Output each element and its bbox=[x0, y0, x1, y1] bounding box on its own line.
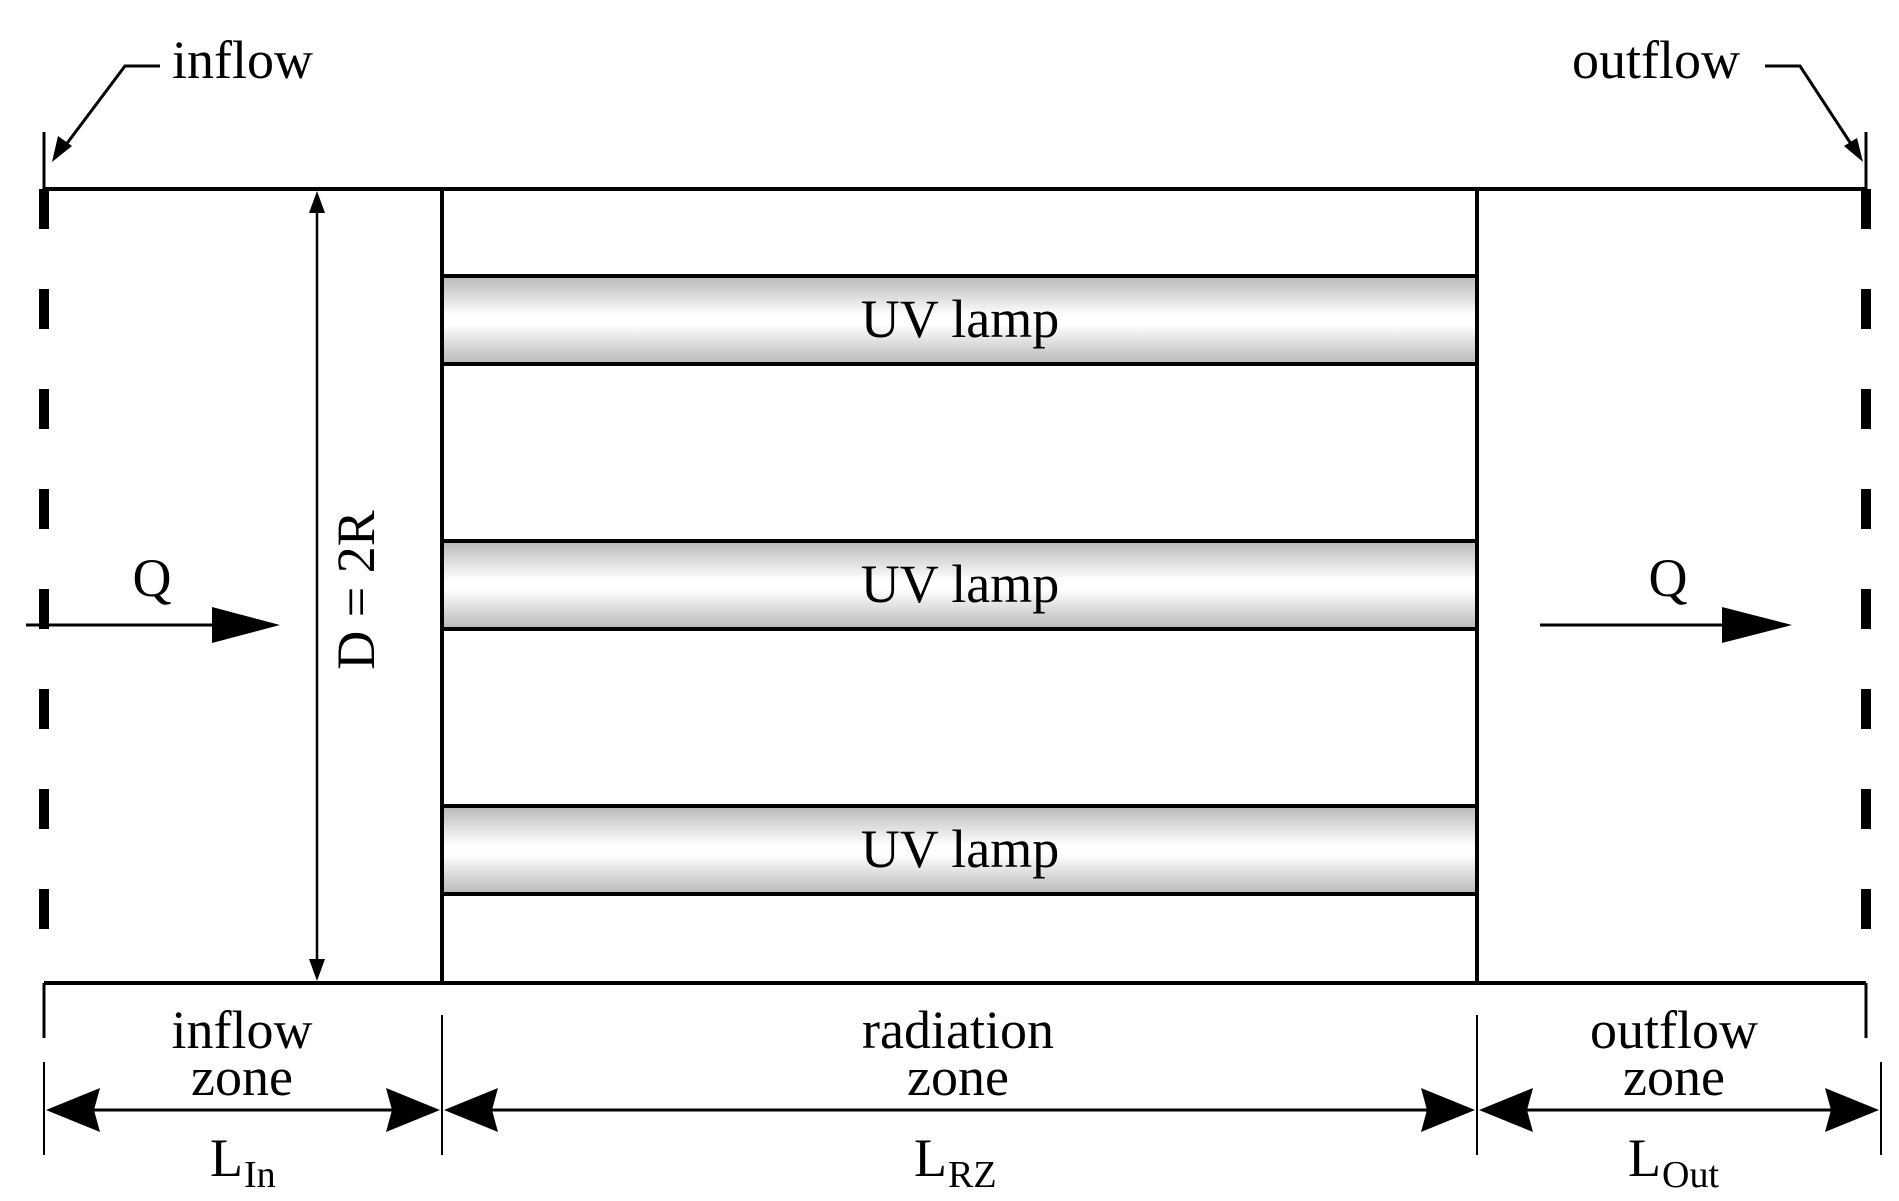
uv-lamp-1: UV lamp bbox=[440, 274, 1479, 366]
radiation-zone-length-subscript: RZ bbox=[948, 1154, 997, 1196]
inflow-zone-length-subscript: In bbox=[244, 1154, 276, 1196]
radiation-zone-arrow bbox=[444, 1088, 1475, 1132]
inflow-zone-line2: zone bbox=[191, 1047, 293, 1107]
zone-dimension-lines bbox=[42, 983, 1882, 1155]
uv-lamp-3: UV lamp bbox=[440, 804, 1479, 896]
outflow-zone-length-subscript: Out bbox=[1662, 1154, 1719, 1196]
inflow-zone-line1: inflow bbox=[172, 1000, 313, 1060]
uv-lamp-label: UV lamp bbox=[861, 819, 1060, 879]
outflow-zone-arrow bbox=[1479, 1088, 1879, 1132]
diameter-dimension: D = 2R bbox=[309, 191, 386, 981]
radiation-zone-line1: radiation bbox=[862, 1000, 1054, 1060]
outflow-top-label: outflow bbox=[1572, 30, 1740, 90]
inflow-q-arrow: Q bbox=[26, 548, 280, 643]
inflow-zone-arrow bbox=[46, 1088, 440, 1132]
radiation-zone-label: radiation zone L RZ bbox=[862, 1000, 1054, 1196]
outflow-q-arrow: Q bbox=[1540, 548, 1792, 643]
diameter-label: D = 2R bbox=[326, 510, 386, 669]
q-left-label: Q bbox=[133, 548, 172, 608]
radiation-zone-line2: zone bbox=[907, 1047, 1009, 1107]
uv-lamp-2: UV lamp bbox=[440, 539, 1479, 631]
outflow-zone-label: outflow zone L Out bbox=[1590, 1000, 1758, 1196]
radiation-zone-length-symbol: L bbox=[914, 1128, 947, 1188]
outflow-zone-line1: outflow bbox=[1590, 1000, 1758, 1060]
inflow-zone-label: inflow zone L In bbox=[172, 1000, 313, 1196]
uv-lamp-label: UV lamp bbox=[861, 289, 1060, 349]
inflow-callout: inflow bbox=[52, 30, 313, 162]
inflow-zone-length-symbol: L bbox=[210, 1128, 243, 1188]
outflow-callout: outflow bbox=[1572, 30, 1863, 162]
q-right-label: Q bbox=[1649, 548, 1688, 608]
inflow-top-label: inflow bbox=[172, 30, 313, 90]
uv-lamp-label: UV lamp bbox=[861, 554, 1060, 614]
outflow-zone-length-symbol: L bbox=[1628, 1128, 1661, 1188]
outflow-zone-line2: zone bbox=[1623, 1047, 1725, 1107]
